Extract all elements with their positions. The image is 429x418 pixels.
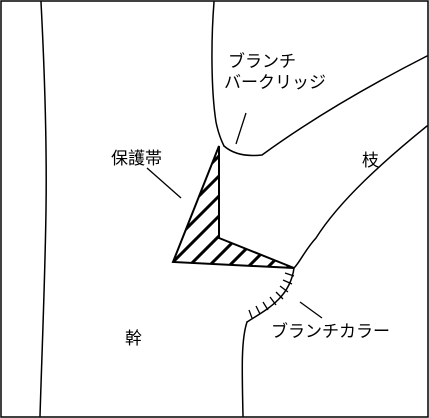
branch-bark-ridge-label-line1: ブランチ [228,51,296,72]
branch-top-edge [223,55,428,157]
branch-collar-ticks [248,272,295,319]
branch-collar-arc [246,267,295,323]
protection-zone-leader [146,167,182,199]
trunk-upper-right-edge [211,1,225,147]
branch-collar-label: ブランチカラー [271,321,390,342]
trunk-label: 幹 [125,328,142,349]
trunk-left-edge [39,1,47,417]
protection-zone [171,145,295,269]
trunk-lower-right-edge [241,321,248,417]
protection-zone-label: 保護帯 [111,149,162,169]
branch-bark-ridge-leader [235,112,247,145]
branch-bottom-edge [293,125,428,269]
branch-bark-ridge-label-line2: バークリッジ [224,73,326,93]
branch-collar-leader [299,301,323,319]
branch-label: 枝 [362,151,379,171]
